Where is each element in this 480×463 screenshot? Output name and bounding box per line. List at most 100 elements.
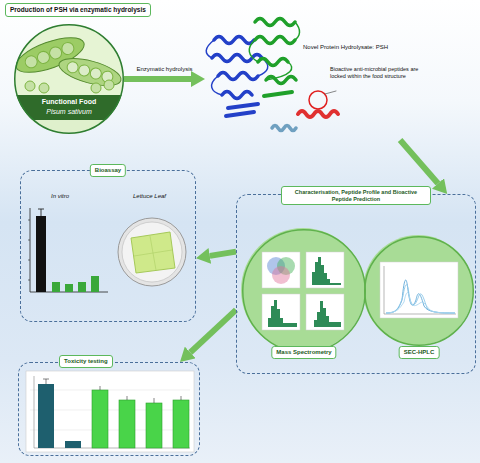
mass-spec-picture	[241, 228, 365, 352]
node-text: Functional Food	[42, 98, 96, 106]
protein-ribbon	[218, 73, 258, 80]
bioassay-chart	[91, 276, 99, 292]
pea-picture	[91, 83, 101, 93]
characterisation-panel: Characterisation, Peptide Profile and Bi…	[236, 194, 476, 374]
protein-ribbon	[258, 59, 288, 66]
pea-picture	[10, 20, 130, 140]
bioassay-chart	[78, 282, 86, 292]
protein-structure: Novel Protein Hydrolysate: PSH Bioactive …	[205, 6, 473, 140]
mass-spec-picture	[241, 228, 365, 352]
toxicity-chart	[34, 376, 190, 448]
toxicity-panel: Toxicity testing	[18, 362, 200, 456]
title-box: Production of PSH via enzymatic hydrolys…	[5, 3, 151, 17]
node-text: Lettuce Leaf	[133, 193, 166, 200]
protein-ribbon	[206, 19, 338, 131]
hplc-picture	[363, 235, 473, 345]
mass-spec-picture	[265, 300, 297, 327]
pea-picture	[25, 81, 35, 91]
pea-picture	[89, 67, 102, 80]
pea-picture	[10, 120, 130, 140]
bioassay-chart	[65, 284, 73, 292]
pea-picture	[66, 61, 79, 74]
mass-spec-picture	[306, 294, 344, 330]
pea-picture	[77, 64, 90, 77]
pea-picture	[39, 83, 49, 93]
bioassay-chart	[36, 216, 46, 292]
pea-picture	[10, 95, 130, 120]
protein-ribbon	[206, 40, 214, 58]
hplc-picture	[363, 235, 473, 345]
protein-ribbon	[325, 91, 336, 94]
protein-ribbon	[249, 40, 258, 62]
hplc-picture	[386, 293, 455, 313]
circle-outline	[15, 25, 124, 134]
node-text: Pisum sativum	[46, 108, 92, 116]
circle-outline	[243, 230, 366, 353]
protein-ribbon	[255, 19, 295, 26]
toxicity-chart	[43, 379, 181, 403]
bioassay-chart	[52, 282, 60, 292]
pea-picture	[36, 50, 51, 65]
protein-ribbon	[226, 112, 254, 116]
bioassay-chart	[28, 220, 30, 280]
flow-arrow	[190, 310, 236, 353]
mass-spec-picture	[309, 301, 341, 327]
bioassay-panel: BioassayIn vitroLettuce Leaf	[20, 170, 196, 322]
flow-arrow	[400, 140, 438, 183]
node-text: Production of PSH via enzymatic hydrolys…	[10, 6, 146, 14]
protein-ribbon	[214, 37, 254, 44]
node-text: In vitro	[51, 193, 69, 200]
circle-outline	[242, 229, 366, 361]
flow-arrow	[124, 76, 191, 82]
protein-ribbon	[249, 19, 299, 97]
circle-outline	[364, 236, 474, 360]
circle-outline	[14, 24, 124, 134]
protein-ribbon	[295, 22, 300, 40]
toxicity-chart	[146, 403, 162, 448]
pea-picture	[24, 54, 39, 69]
petri-dish	[131, 232, 175, 273]
hplc-circle: SEC-HPLC	[364, 236, 474, 360]
panel-heading: Toxicity testing	[59, 355, 113, 368]
toxicity-chart	[26, 371, 194, 452]
protein-ribbon	[264, 92, 292, 96]
protein-ribbon	[222, 92, 252, 99]
edge-label: Enzymatic hydrolysis	[136, 66, 192, 73]
protein-ribbon	[228, 104, 258, 108]
food-circle: Functional FoodPisum sativum	[14, 24, 124, 134]
protein-ribbon	[266, 77, 296, 84]
bioassay-chart	[30, 208, 108, 292]
circle-outline	[365, 237, 474, 346]
protein-ribbon	[298, 111, 338, 117]
node-text: Novel Protein Hydrolysate: PSH	[303, 44, 388, 51]
hplc-picture	[386, 285, 455, 313]
bioassay-chart	[28, 208, 108, 292]
pea-picture	[48, 45, 63, 60]
mass-spec-picture	[272, 266, 290, 284]
bioassay-chart	[38, 209, 44, 216]
pea-picture	[56, 53, 124, 91]
mass-spec-picture	[262, 252, 300, 288]
panel-heading: SEC-HPLC	[399, 346, 440, 359]
toxicity-chart	[26, 371, 194, 452]
hplc-picture	[380, 262, 458, 318]
petri-dish	[118, 218, 186, 286]
panel-heading: Characterisation, Peptide Profile and Bi…	[281, 186, 431, 205]
protein-ribbon	[266, 62, 292, 80]
protein-ribbon	[255, 37, 295, 44]
protein-ribbon	[272, 126, 296, 131]
node-text: Bioactive anti-microbial peptides are lo…	[330, 66, 422, 79]
petri-dish	[122, 222, 182, 282]
protein-ribbon	[212, 76, 222, 95]
pea-picture	[56, 53, 124, 91]
mass-spec-picture	[262, 294, 300, 330]
petri-dish	[118, 218, 186, 286]
toxicity-chart	[92, 390, 108, 448]
toxicity-chart	[173, 400, 189, 448]
mass-spec-picture	[306, 252, 344, 288]
panel-heading: Mass Spectrometry	[271, 346, 336, 359]
protein-ribbon	[206, 37, 268, 117]
toxicity-chart	[65, 441, 81, 448]
pea-picture	[10, 20, 130, 140]
